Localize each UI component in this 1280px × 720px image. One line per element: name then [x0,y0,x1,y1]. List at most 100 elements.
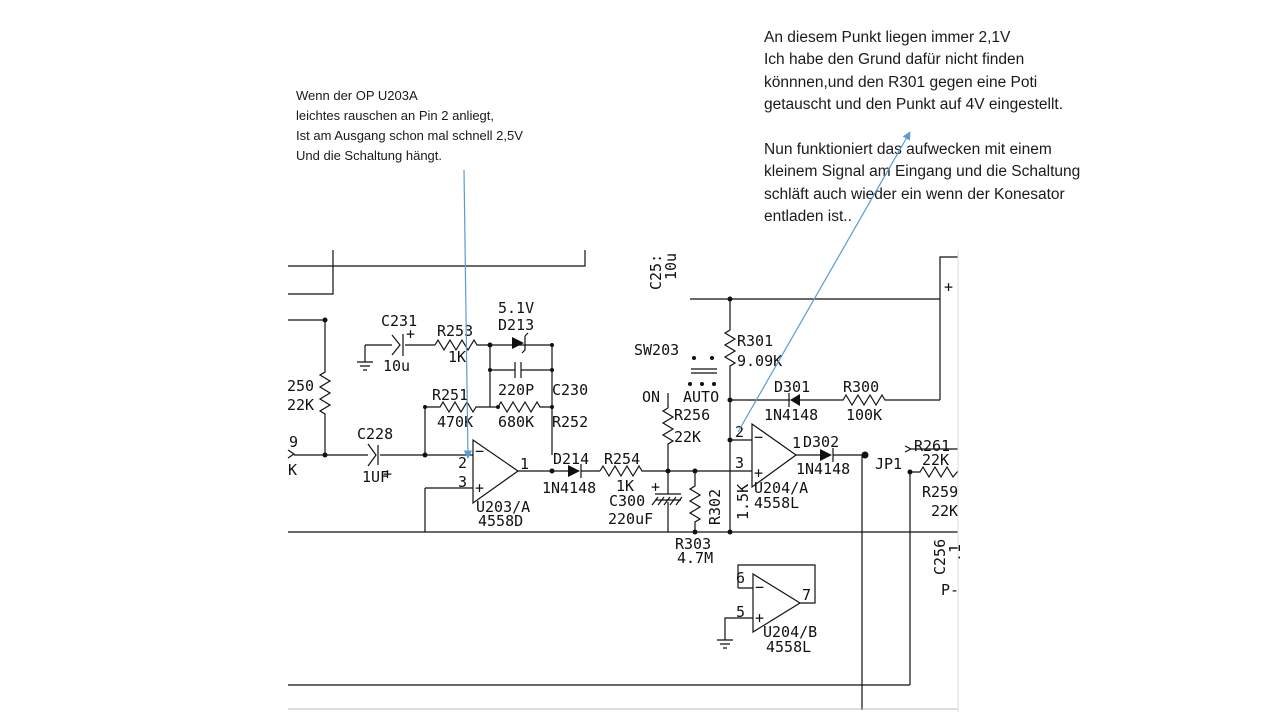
resistor-r300: R300 100K [800,378,940,424]
switch-auto-label: AUTO [683,388,719,406]
supply-wire [690,256,958,400]
u204b-minus: − [755,578,764,596]
sw203-label: SW203 [634,341,679,359]
c231-value: 10u [383,357,410,375]
r256-value: 22K [674,428,701,446]
annotation-left-line-2: leichtes rauschen an Pin 2 anliegt, [296,108,495,123]
r303-label: R303 [675,535,711,553]
zener-d213: 5.1V D213 [498,299,534,354]
p-label: P- [941,581,959,599]
u203-pin1: 1 [520,455,529,473]
capacitor-c230: 220P C230 [488,345,588,407]
c231-label: C231 [381,312,417,330]
c228-label: C228 [357,425,393,443]
c230-value: 220P [498,381,534,399]
u203-pin3: 3 [458,473,467,491]
d213-label: D213 [498,316,534,334]
c300-label: C300 [609,492,645,510]
resistor-r256: R256 22K [661,406,710,471]
u203-minus: − [475,442,484,460]
u204a-pin2: 2 [735,423,744,441]
r259-label: R259 [922,483,958,501]
annotation-left: Wenn der OP U203A leichtes rauschen an Pi… [296,86,523,166]
diode-d301: D301 1N4148 [730,378,818,424]
opamp-u204b: − + 6 5 7 U204/B 4558L [717,564,817,656]
u203-type: 4558D [478,512,523,530]
annotation-arrow-left [463,169,473,459]
r303-value: 4.7M [677,549,713,567]
r250-label: 250 [287,377,314,395]
c256-label: C256 [931,539,949,575]
jp1-label: JP1 [875,455,902,473]
annotation-right-line-2: Ich habe den Grund dafür nicht finden [764,51,1025,69]
annotation-right-line-7: kleinem Signal am Eingang und die Schalt… [764,163,1081,181]
resistor-r302: R302 1.5K [688,471,752,532]
r254-value: 1K [616,477,634,495]
r252-label: R252 [552,413,588,431]
r251-value: 470K [437,413,473,431]
r302-value: 1.5K [734,484,752,520]
top-left-wires [288,250,586,295]
d213-voltage: 5.1V [498,299,534,317]
opamp-u203a: − + 2 3 1 U203/A 4558D [424,438,530,532]
r302-label: R302 [706,489,724,525]
c300-value: 220uF [608,510,653,528]
d214-value: 1N4148 [542,479,596,497]
r300-label: R300 [843,378,879,396]
u203-plus: + [475,479,484,497]
r252-value: 680K [498,413,534,431]
u204a-label: U204/A [754,479,808,497]
annotation-right-line-1: An diesem Punkt liegen immer 2,1V [764,29,1011,46]
r300-value: 100K [846,406,882,424]
resistor-r252: 680K R252 [496,400,588,431]
u204b-plus: + [755,609,764,627]
u203-label: U203/A [476,498,530,516]
c228-value: 1UF [362,468,389,486]
c230-label: C230 [552,381,588,399]
annotation-left-line-1: Wenn der OP U203A [296,88,418,103]
input-arrow [287,449,296,459]
r253-value: 1K [448,348,466,366]
input-pin-k: K [288,461,297,479]
c25-value: 10u [662,253,680,280]
capacitor-c228: C228 1UF + [357,425,463,486]
r301-label: R301 [737,332,773,350]
r301-value: 9.09K [737,352,782,370]
annotation-right-line-9: entladen ist.. [764,208,852,226]
d302-value: 1N4148 [796,460,850,478]
r259-value: 22K [931,502,958,520]
resistor-r253: R253 1K [434,322,553,455]
u204a-pin1: 1 [792,434,801,452]
resistor-r251: R251 470K [423,386,498,455]
u204a-plus: + [754,464,763,482]
u204a-type: 4558L [754,494,799,512]
diode-d302: D302 1N4148 [796,433,865,478]
r254-label: R254 [604,450,640,468]
r256-label: R256 [674,406,710,424]
d301-value: 1N4148 [764,406,818,424]
jp1-arrow [904,445,958,453]
u204a-minus: − [754,428,763,446]
u204b-pin6: 6 [736,569,745,587]
annotation-left-line-3: Ist am Ausgang schon mal schnell 2,5V [296,128,523,143]
c256-value: .1 [946,544,964,562]
annotation-right-line-8: schläft auch wieder ein wenn der Konesat… [764,185,1065,203]
capacitor-c300: C300 220uF + [608,471,683,532]
u204b-type: 4558L [766,638,811,656]
u204a-pin3: 3 [735,454,744,472]
d301-label: D301 [774,378,810,396]
diode-d214: D214 1N4148 [542,450,600,497]
u204b-pin7: 7 [802,586,811,604]
annotation-left-line-4: Und die Schaltung hängt. [296,148,442,163]
c25-label: C25: [647,254,665,290]
d214-label: D214 [553,450,589,468]
opamp-u204a: − + 2 3 1 U204/A 4558L [727,422,808,532]
annotation-arrow-right [737,131,911,433]
annotation-right-line-6: Nun funktioniert das aufwecken mit einem [764,141,1052,159]
r261-value: 22K [922,451,949,469]
resistor-r250: 250 22K [287,317,332,455]
r253-label: R253 [437,322,473,340]
r251-label: R251 [432,386,468,404]
d302-label: D302 [803,433,839,451]
